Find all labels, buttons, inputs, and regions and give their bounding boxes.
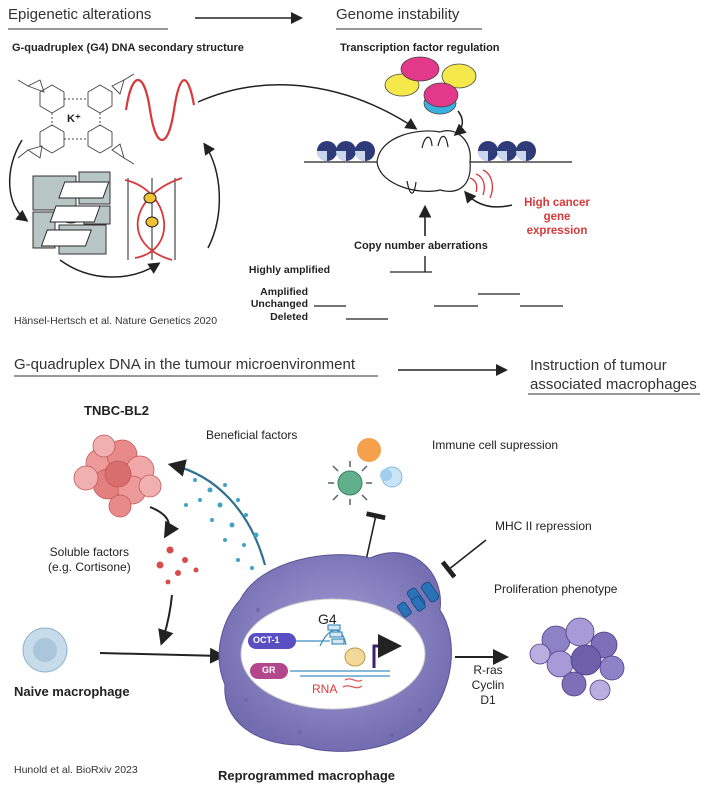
nucleus-g4-glyph [327, 624, 345, 645]
g4-chemical-structure [17, 73, 135, 165]
immune-cells [328, 438, 403, 505]
cn-level-highly-amplified: Highly amplified [248, 264, 330, 276]
g4-structure-title: G-quadruplex (G4) DNA secondary structur… [12, 42, 244, 54]
tnbc-label: TNBC-BL2 [84, 403, 149, 418]
naive-macrophage-label: Naive macrophage [14, 684, 130, 699]
g4-strand-waveform [124, 78, 196, 142]
mhc-inhibition [440, 539, 487, 579]
cyclin-label: Cyclin D1 [471, 678, 505, 707]
expression-arrow [464, 190, 513, 208]
soluble-label: Soluble factors (e.g. Cortisone) [48, 545, 131, 575]
g4-label: G4 [318, 611, 337, 627]
beneficial-dots [184, 478, 259, 570]
g4-quadruplex-3d [40, 177, 183, 261]
mhc-receptor [396, 581, 440, 618]
tumour-to-soluble-arrow [149, 506, 180, 539]
tf-title: Transcription factor regulation [340, 42, 500, 54]
nucleosomes-left [317, 141, 375, 161]
rras-label: R-ras [473, 663, 503, 677]
cn-level-amplified: Amplified [260, 286, 308, 298]
chromatin-loop [304, 130, 572, 194]
soluble-line1: Soluble factors [49, 545, 130, 559]
beneficial-arrow [167, 459, 267, 566]
cn-level-deleted: Deleted [270, 311, 308, 323]
potassium-label: K⁺ [67, 113, 81, 125]
reprogrammed-macrophage-label: Reprogrammed macrophage [218, 768, 395, 783]
cycle-arrow-right [203, 142, 221, 249]
cna-title: Copy number aberrations [354, 240, 488, 252]
expression-label: High cancer gene expression [524, 197, 590, 237]
gr-label: GR [262, 665, 276, 675]
cycle-arrow-bottom [59, 259, 161, 278]
soluble-factor-dots [156, 546, 199, 585]
oct1-box [248, 633, 296, 649]
rna-strands [342, 678, 363, 689]
cycle-arrow-left [9, 139, 29, 222]
transcription-factor-cluster [384, 56, 477, 115]
citation-top: Hänsel-Hertsch et al. Nature Genetics 20… [14, 315, 218, 327]
oct1-label: OCT-1 [253, 635, 280, 645]
tumour-cluster [73, 434, 162, 518]
proliferation-label: Proliferation phenotype [494, 582, 618, 596]
header-instruction-line1: Instruction of tumour [530, 357, 667, 374]
header-genome-instability: Genome instability [336, 6, 460, 23]
rna-label: RNA [312, 682, 338, 696]
header-instruction-line2: associated macrophages [530, 376, 697, 393]
copy-number-profile [314, 271, 563, 320]
immune-suppression-label: Immune cell supression [432, 438, 559, 452]
header-epigenetic: Epigenetic alterations [8, 6, 152, 23]
header-instruction-tam: Instruction of tumour associated macroph… [530, 356, 697, 394]
macrophage-nucleus [240, 598, 426, 710]
mhc-label: MHC II repression [495, 519, 592, 533]
soluble-to-macrophage-arrow [158, 594, 174, 646]
expression-signal [469, 169, 494, 199]
immune-inhibition [364, 511, 386, 566]
proliferation-cluster [529, 617, 625, 701]
beneficial-label: Beneficial factors [206, 428, 298, 442]
tss-arrow [372, 634, 402, 668]
cn-level-unchanged: Unchanged [250, 298, 308, 310]
polymerase [344, 647, 366, 667]
cycle-arrow-top-long [197, 84, 418, 130]
tf-arrow [453, 110, 467, 136]
citation-bottom: Hunold et al. BioRxiv 2023 [14, 764, 138, 776]
soluble-line2: (e.g. Cortisone) [48, 560, 131, 574]
prolif-markers: R-ras Cyclin D1 [468, 663, 508, 708]
nucleosomes-right [478, 141, 536, 161]
header-g4-tme: G-quadruplex DNA in the tumour microenvi… [14, 356, 355, 373]
gr-box [250, 663, 288, 679]
naive-to-reprogrammed-arrow [99, 647, 226, 664]
naive-macrophage-cell [22, 627, 68, 673]
